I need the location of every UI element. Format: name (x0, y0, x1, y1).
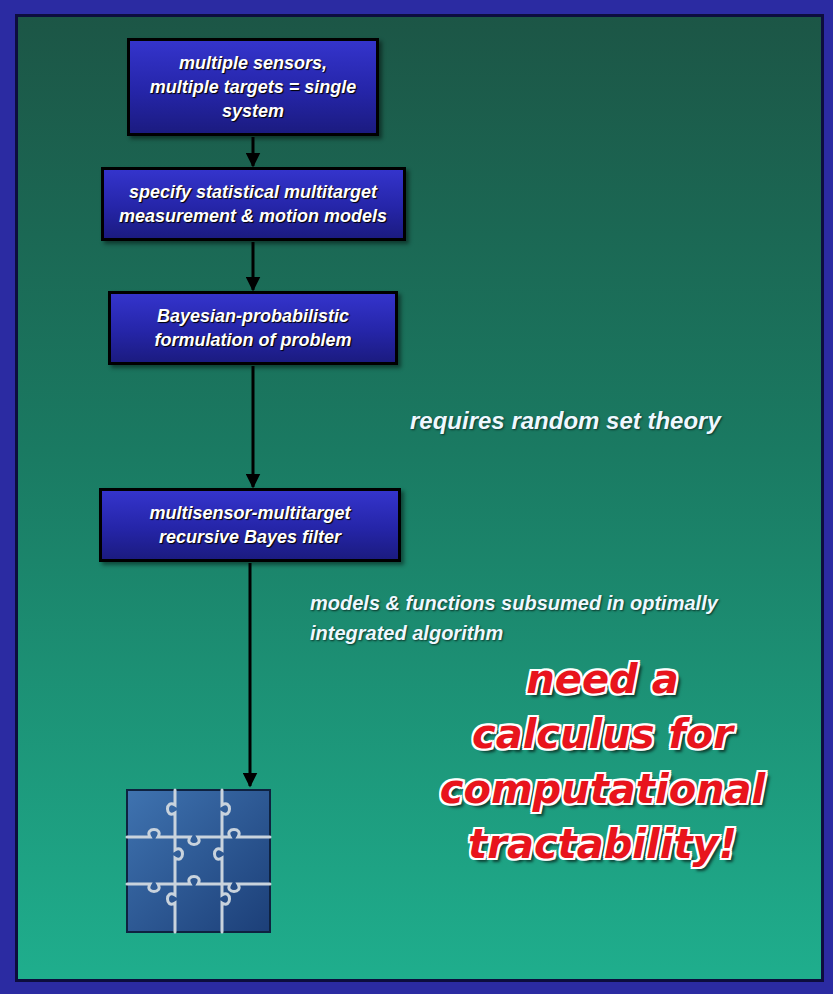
box-label: multiple sensors, multiple targets = sin… (142, 51, 364, 123)
edge-label: requires random set theory (410, 406, 721, 436)
box-label: multisensor-multitarget recursive Bayes … (114, 501, 386, 549)
process-box: multiple sensors, multiple targets = sin… (127, 38, 379, 136)
box-label: specify statistical multitarget measurem… (116, 180, 391, 228)
flow-arrow (252, 137, 255, 166)
box-label: Bayesian-probabilistic formulation of pr… (123, 304, 383, 352)
box-text-group: Bayesian-probabilistic formulation of pr… (123, 304, 383, 352)
box-text-group: multiple sensors, multiple targets = sin… (142, 51, 364, 123)
annotation-text: models & functions subsumed in optimally… (310, 588, 815, 648)
callout-text: need a calculus for computational tracta… (430, 652, 775, 872)
box-text-group: specify statistical multitarget measurem… (116, 180, 391, 228)
process-box: multisensor-multitarget recursive Bayes … (99, 488, 401, 562)
process-box: specify statistical multitarget measurem… (101, 167, 406, 241)
flow-arrow (252, 242, 255, 290)
puzzle-picture (127, 790, 270, 932)
flow-arrow (252, 366, 255, 487)
box-text-group: multisensor-multitarget recursive Bayes … (114, 501, 386, 549)
flow-arrow (249, 563, 252, 786)
process-box: Bayesian-probabilistic formulation of pr… (108, 291, 398, 365)
